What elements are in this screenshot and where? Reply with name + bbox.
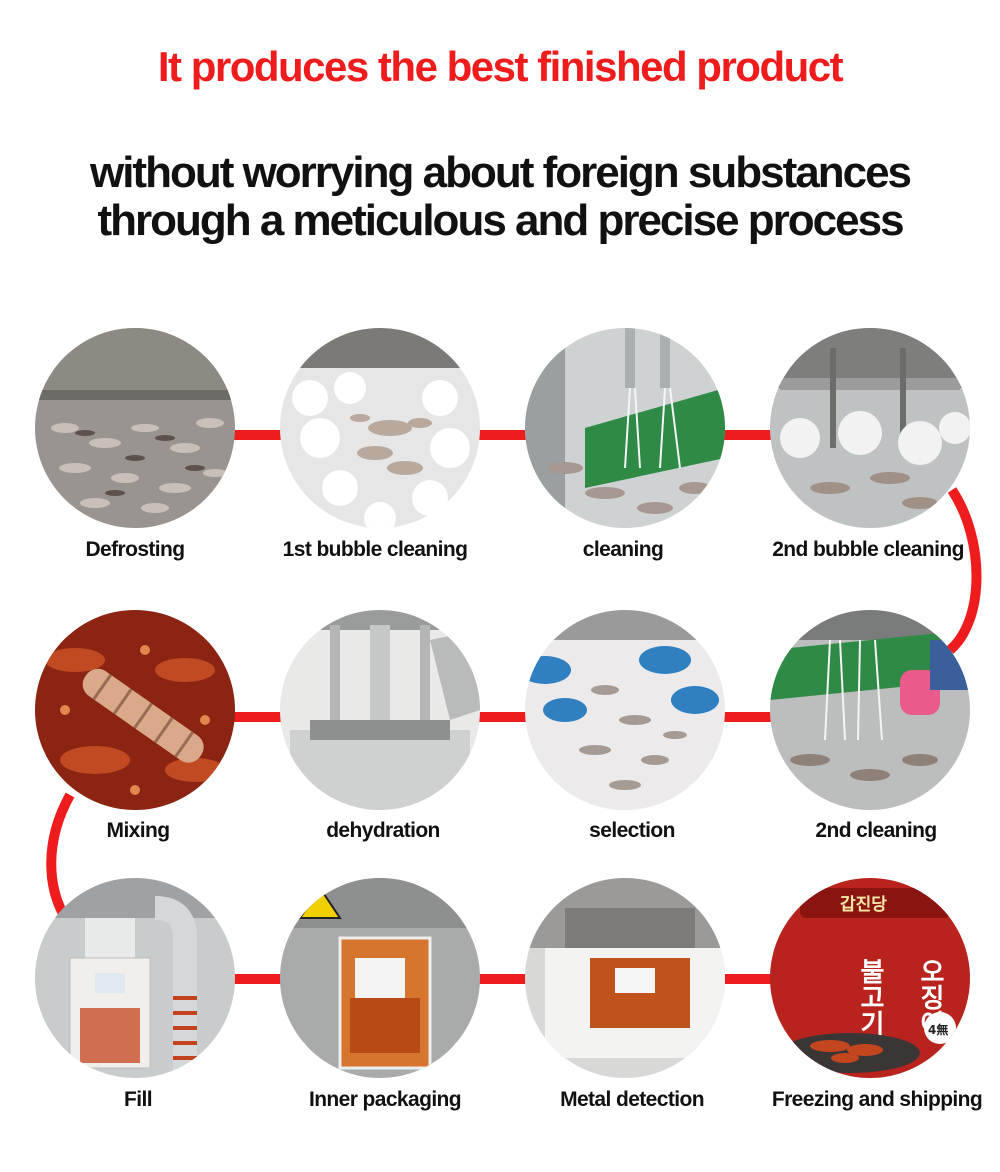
headline: It produces the best finished product: [157, 43, 844, 90]
photo-dehydration: [280, 610, 480, 810]
step-label-fill: Fill: [124, 1088, 153, 1111]
photo-metal-detection: [525, 878, 725, 1078]
step-label-2nd-bubble-cleaning: 2nd bubble cleaning: [772, 538, 964, 561]
photo-mixing: [35, 610, 235, 810]
step-label-1st-bubble-cleaning: 1st bubble cleaning: [282, 538, 468, 561]
photo-2nd-cleaning: [770, 610, 970, 810]
photo-selection: [525, 610, 725, 810]
package-brand: 갑진당: [840, 895, 887, 915]
step-label-mixing: Mixing: [106, 819, 171, 842]
step-label-freezing-and-shipping: Freezing and shipping: [771, 1088, 983, 1111]
step-label-cleaning: cleaning: [582, 538, 664, 561]
photo-1st-bubble-cleaning: [280, 328, 480, 528]
photo-cleaning: [525, 328, 725, 528]
step-label-metal-detection: Metal detection: [560, 1088, 704, 1111]
package-badge: 4無: [928, 1022, 948, 1037]
photo-freezing-and-shipping: 갑진당 오징어 불고기 4無: [770, 878, 970, 1078]
step-label-dehydration: dehydration: [326, 819, 440, 842]
subtitle-line-2: through a meticulous and precise process: [97, 196, 904, 245]
photo-2nd-bubble-cleaning: [770, 328, 970, 528]
package-product-line-2: 불고기: [855, 958, 885, 1036]
photo-fill: [35, 878, 235, 1078]
photo-inner-packaging: [280, 878, 480, 1078]
step-label-2nd-cleaning: 2nd cleaning: [815, 819, 937, 842]
subtitle-line-1: without worrying about foreign substance…: [89, 148, 912, 197]
step-label-inner-packaging: Inner packaging: [308, 1088, 462, 1111]
step-label-defrosting: Defrosting: [85, 538, 185, 561]
photo-defrosting: [35, 328, 235, 528]
step-label-selection: selection: [589, 819, 675, 842]
